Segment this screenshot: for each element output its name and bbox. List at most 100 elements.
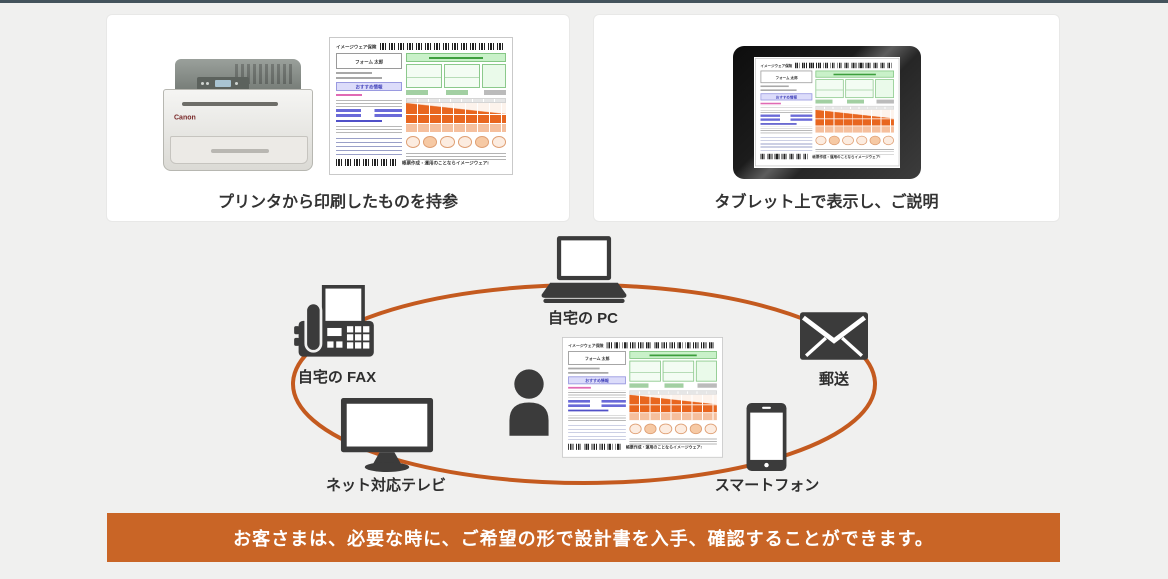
doc-content-line — [336, 114, 402, 117]
doc-content-line — [760, 102, 782, 105]
doc-table-row — [815, 126, 894, 133]
doc-right-column — [629, 351, 717, 445]
doc-green-header — [406, 53, 506, 62]
printer-top — [175, 59, 301, 91]
barcode — [606, 342, 717, 349]
doc-name-field: フォーム 太郎 — [336, 53, 402, 69]
doc-green-boxes — [629, 360, 717, 382]
node-label-smartphone: スマートフォン — [714, 477, 820, 494]
doc-section-header: おすすめ情報 — [336, 82, 402, 91]
doc-content-line — [568, 400, 626, 403]
barcode — [760, 153, 810, 160]
doc-fine-print — [815, 147, 894, 155]
doc-content-line — [336, 120, 383, 122]
doc-content-lines — [336, 124, 402, 133]
doc-title: イメージウェア保険 — [760, 63, 793, 68]
doc-content-line — [568, 367, 600, 370]
doc-content-line — [568, 372, 609, 374]
doc-title: イメージウェア保険 — [336, 44, 377, 50]
doc-right-column — [406, 53, 507, 160]
doc-stamp-ovals — [815, 135, 894, 146]
node-label-mail: 郵送 — [818, 371, 849, 388]
doc-item-list — [336, 136, 402, 158]
doc-content-line — [815, 99, 894, 104]
barcode — [380, 43, 506, 50]
doc-green-header — [815, 70, 894, 78]
doc-content-line — [568, 386, 592, 389]
doc-footer-text: 帳票作成・運用のことならイメージウェア! — [402, 160, 489, 166]
design-document: イメージウェア保険 フォーム 太郎 おすすめ情報 — [755, 58, 900, 167]
doc-footer-text: 帳票作成・運用のことならイメージウェア! — [812, 154, 881, 159]
top-divider — [0, 0, 1168, 3]
tablet-screen: イメージウェア保険 フォーム 太郎 おすすめ情報 — [754, 57, 900, 168]
doc-content-line — [336, 109, 402, 112]
design-document: イメージウェア保険 フォーム 太郎 おすすめ情報 — [562, 337, 723, 458]
doc-fine-print — [406, 151, 506, 160]
doc-left-column: フォーム 太郎 おすすめ情報 — [568, 351, 626, 443]
doc-stamp-ovals — [629, 423, 717, 435]
design-document-center: イメージウェア保険 フォーム 太郎 おすすめ情報 — [562, 337, 723, 458]
doc-table-row — [629, 413, 717, 421]
doc-section-header: おすすめ情報 — [568, 376, 626, 385]
card-caption: プリンタから印刷したものを持参 — [217, 194, 458, 211]
design-document-tablet: イメージウェア保険 フォーム 太郎 おすすめ情報 — [755, 58, 900, 167]
design-document-print: イメージウェア保険 フォーム 太郎 おすすめ情報 — [329, 37, 513, 175]
card-tablet: イメージウェア保険 フォーム 太郎 おすすめ情報 — [594, 15, 1059, 221]
doc-green-boxes — [406, 64, 506, 88]
doc-content-line — [760, 118, 813, 121]
node-label-home-fax: 自宅の FAX — [297, 369, 377, 386]
doc-content-line — [336, 77, 383, 79]
printer-illustration: Canon — [163, 59, 313, 173]
doc-content-line — [568, 404, 626, 407]
node-label-home-pc: 自宅の PC — [547, 310, 618, 327]
doc-content-lines — [568, 390, 626, 399]
doc-content-line — [568, 409, 609, 412]
doc-content-lines — [760, 105, 813, 113]
doc-footer: 帳票作成・運用のことならイメージウェア! — [760, 153, 893, 160]
doc-chart-row — [629, 394, 717, 405]
doc-content-line — [760, 85, 789, 88]
doc-chart-row — [815, 109, 894, 119]
doc-name-field: フォーム 太郎 — [760, 70, 813, 84]
doc-section-header: おすすめ情報 — [760, 93, 813, 101]
doc-table-row — [629, 405, 717, 413]
doc-left-column: フォーム 太郎 おすすめ情報 — [760, 70, 813, 153]
barcode — [795, 62, 894, 69]
doc-content-lines — [336, 98, 402, 107]
barcode — [336, 159, 398, 166]
doc-header: イメージウェア保険 — [568, 341, 717, 349]
person-icon — [504, 350, 554, 459]
doc-content-line — [760, 114, 813, 117]
doc-content-line — [629, 383, 717, 388]
doc-green-boxes — [815, 79, 894, 99]
doc-header: イメージウェア保険 — [336, 42, 506, 51]
doc-table-header — [815, 105, 894, 110]
doc-item-list — [568, 423, 626, 443]
printer-brand: Canon — [174, 114, 196, 122]
card-caption: タブレット上で表示し、ご説明 — [714, 194, 939, 211]
doc-right-column — [815, 70, 894, 155]
doc-header: イメージウェア保険 — [760, 62, 894, 69]
doc-stamp-ovals — [406, 136, 507, 148]
doc-table-row — [406, 124, 506, 132]
doc-content-lines — [568, 413, 626, 421]
smartphone-icon — [740, 403, 793, 476]
card-printer: Canon イメージウェア保険 フォーム 太郎 おすすめ情報 — [107, 15, 569, 221]
doc-table-row — [406, 115, 506, 123]
doc-green-header — [629, 351, 717, 359]
doc-fine-print — [629, 436, 717, 445]
laptop-icon — [540, 236, 628, 309]
doc-content-lines — [760, 126, 813, 134]
doc-footer-text: 帳票作成・運用のことならイメージウェア! — [625, 444, 702, 450]
envelope-icon — [800, 312, 868, 365]
doc-table-row — [815, 119, 894, 126]
printer-body: Canon — [163, 89, 313, 171]
doc-table-header — [406, 98, 506, 103]
tv-icon — [340, 398, 434, 477]
tablet-illustration: イメージウェア保険 フォーム 太郎 おすすめ情報 — [733, 46, 921, 179]
doc-chart-row — [406, 103, 506, 114]
doc-item-list — [760, 135, 813, 153]
doc-content-line — [336, 94, 363, 96]
doc-footer: 帳票作成・運用のことならイメージウェア! — [336, 158, 506, 167]
